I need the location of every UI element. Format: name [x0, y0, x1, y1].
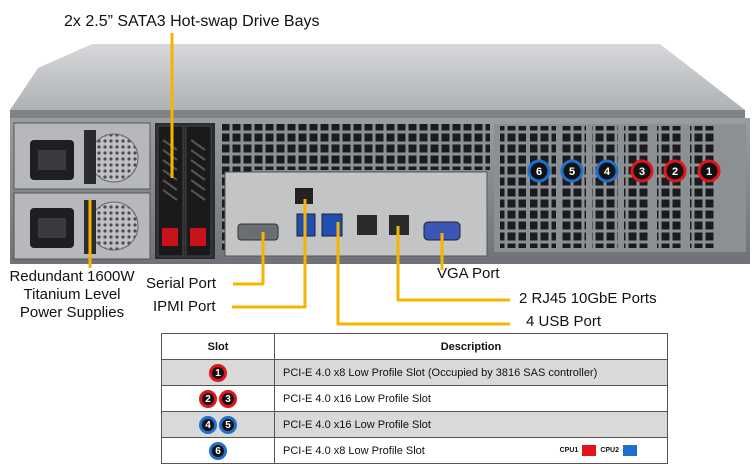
callout-line-ipmi-port — [232, 199, 307, 309]
table-description-cell: PCI-E 4.0 x8 Low Profile Slot CPU1 CPU2 — [274, 437, 668, 464]
slot-badge-1: 1 — [697, 159, 721, 183]
table-header-row: Slot Description — [161, 333, 668, 360]
slot-badge-6-number: 6 — [536, 166, 542, 178]
rj45-ports-label: 2 RJ45 10GbE Ports — [519, 290, 657, 307]
slot-badge: 3 — [219, 389, 237, 408]
slot-badge: 2 — [199, 389, 217, 408]
slot-badge-2-number: 2 — [672, 166, 678, 178]
table-header-slot: Slot — [161, 333, 275, 360]
slot-badge-5: 5 — [560, 159, 584, 183]
power-supplies-line-2: Titanium Level — [23, 286, 121, 303]
power-supplies-line-3: Power Supplies — [19, 304, 125, 321]
table-row: 6 PCI-E 4.0 x8 Low Profile Slot CPU1 CPU… — [161, 437, 668, 464]
slot-badge: 5 — [219, 415, 237, 434]
table-header-description: Description — [274, 333, 668, 360]
vent-grid — [222, 124, 490, 170]
chassis-lid — [10, 44, 745, 120]
serial-port-label: Serial Port — [146, 275, 217, 292]
slot-badge-5-number: 5 — [569, 166, 575, 178]
slot-badge-1-number: 1 — [706, 166, 712, 178]
slot-badge-2: 2 — [663, 159, 687, 183]
slot-badge-3: 3 — [630, 159, 654, 183]
drive-bays — [155, 123, 215, 259]
table-slot-cell: 6 — [161, 437, 275, 464]
table-slot-cell: 1 — [161, 359, 275, 386]
table-description-cell: PCI-E 4.0 x16 Low Profile Slot — [274, 411, 668, 438]
callout-line-rj45-ports — [396, 226, 510, 302]
vga-port-label: VGA Port — [437, 265, 500, 282]
legend-cpu1-label: CPU1 — [559, 447, 579, 454]
power-supply-units — [13, 122, 151, 260]
callout-line-serial-port — [233, 232, 265, 286]
pcie-slot-table: Slot Description 1 PCI-E 4.0 x8 Low Prof… — [161, 333, 668, 464]
slot-badge-3-number: 3 — [639, 166, 645, 178]
legend-cpu2-swatch — [623, 445, 637, 456]
slot-badge-4-number: 4 — [604, 166, 611, 178]
slot-badge: 4 — [199, 415, 217, 434]
legend-cpu1-swatch — [582, 445, 597, 456]
ipmi-port-connector — [295, 188, 313, 204]
power-supplies-label: Redundant 1600W Titanium Level Power Sup… — [3, 268, 141, 322]
slot-badge: 1 — [209, 363, 227, 382]
callout-line-usb-port — [336, 222, 510, 326]
pcie-slot-area — [494, 124, 746, 252]
table-row: 1 PCI-E 4.0 x8 Low Profile Slot (Occupie… — [161, 359, 668, 386]
ipmi-port-label: IPMI Port — [153, 298, 216, 315]
power-supplies-line-1: Redundant 1600W — [9, 268, 135, 285]
drive-bays-label: 2x 2.5” SATA3 Hot-swap Drive Bays — [64, 13, 320, 30]
slot-badge: 6 — [209, 441, 227, 460]
legend-cpu2-label: CPU2 — [600, 447, 619, 454]
serial-port-connector — [237, 223, 279, 241]
table-description-cell: PCI-E 4.0 x16 Low Profile Slot — [274, 385, 668, 412]
usb-port-label: 4 USB Port — [526, 313, 602, 330]
rj45-ports-connector — [357, 215, 377, 235]
cpu-legend: CPU1 CPU2 — [560, 445, 637, 456]
slot-badge-6: 6 — [527, 159, 551, 183]
table-description-cell: PCI-E 4.0 x8 Low Profile Slot (Occupied … — [274, 359, 668, 386]
table-description-text: PCI-E 4.0 x8 Low Profile Slot — [283, 444, 425, 457]
slot-badge-4: 4 — [595, 159, 619, 183]
